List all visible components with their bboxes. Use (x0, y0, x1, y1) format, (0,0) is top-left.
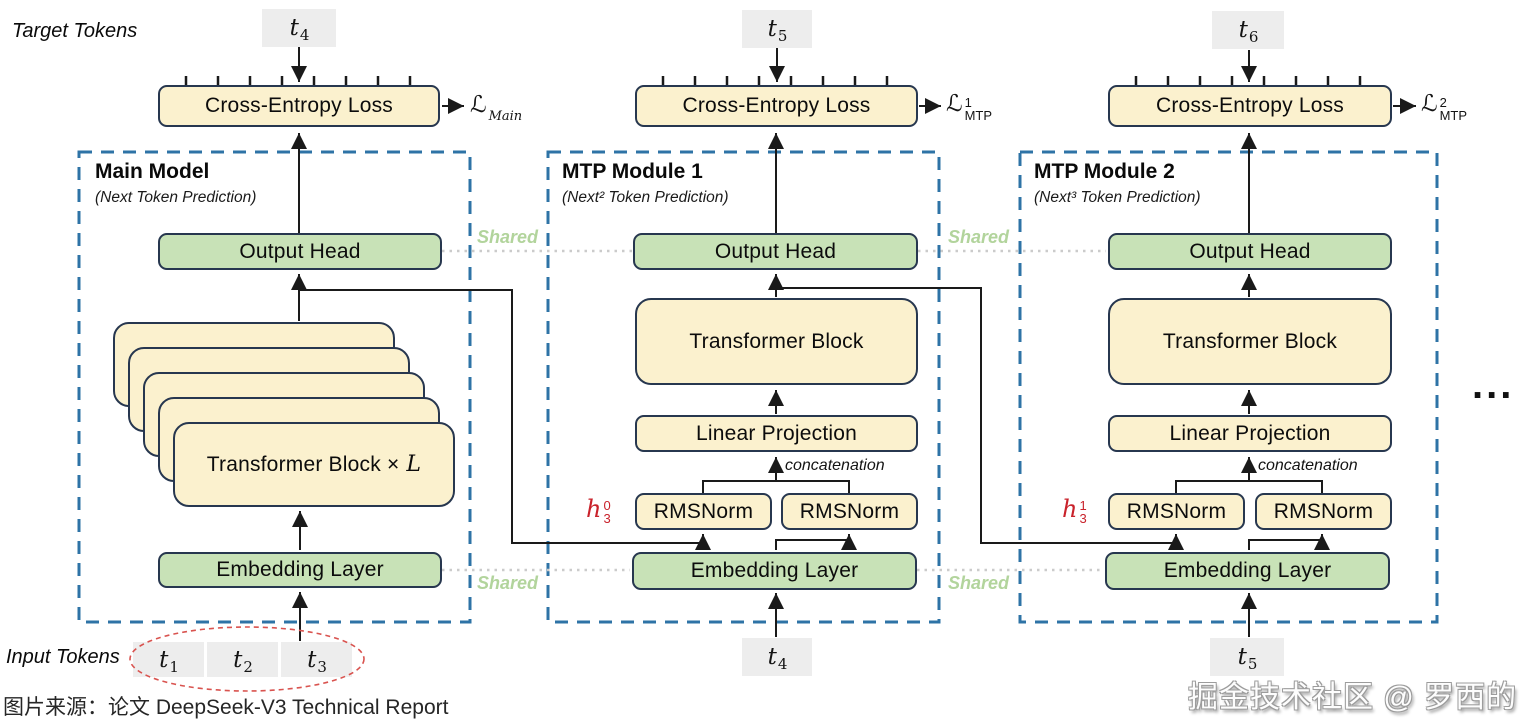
mtp2-output-head-box: Output Head (1108, 233, 1392, 270)
shared-label-output-head-2: Shared (948, 227, 1010, 247)
input-tokens-label: Input Tokens (6, 646, 120, 668)
shared-label-output-head-1: Shared (477, 227, 539, 247)
main-output-head-label: Output Head (239, 239, 361, 263)
token-sub: 4 (777, 655, 788, 673)
main-transformer-block-label: Transformer Block × (206, 452, 400, 476)
main-model-subtitle: (Next Token Prediction) (95, 189, 257, 206)
loss-base: ℒ (1421, 91, 1438, 117)
loss-sub: MTP (1439, 108, 1468, 123)
main-transformer-block-box: Transformer Block × L (173, 422, 455, 507)
token-base: t (767, 644, 777, 670)
loss-sub: Main (488, 109, 523, 124)
main-embedding-layer-box: Embedding Layer (158, 552, 442, 588)
mtp2-transformer-block-box: Transformer Block (1108, 298, 1392, 385)
mtp1-output-head-label: Output Head (714, 239, 837, 263)
mtp1-embedding-layer-box: Embedding Layer (632, 552, 917, 590)
token-base: t (1238, 17, 1248, 43)
h-sup: 0 (603, 498, 611, 513)
token-sub: 5 (777, 27, 788, 45)
shared-label-embedding-2: Shared (948, 573, 1010, 593)
mtp1-rmsnorm-right-box: RMSNorm (781, 493, 918, 530)
h-base: h (586, 495, 602, 523)
token-base: t (307, 646, 317, 673)
mtp2-rmsnorm-right-box: RMSNorm (1255, 493, 1392, 530)
mtp2-subtitle: (Next³ Token Prediction) (1034, 189, 1201, 206)
loss-sup: 2 (1439, 95, 1447, 110)
main-embedding-layer-label: Embedding Layer (216, 558, 384, 581)
token-sub: 1 (169, 657, 179, 676)
token-sub: 5 (1247, 655, 1258, 673)
main-output-head-box: Output Head (158, 233, 442, 270)
mtp1-linear-projection-box: Linear Projection (635, 415, 918, 452)
token-sub: 3 (317, 657, 327, 676)
main-model-title: Main Model (95, 160, 210, 183)
h-sub: 3 (603, 511, 611, 526)
h-sub: 3 (1079, 511, 1087, 526)
main-cross-entropy-loss-box: Cross-Entropy Loss (158, 85, 440, 127)
mtp2-concatenation-label: concatenation (1258, 457, 1358, 474)
mtp1-transformer-block-box: Transformer Block (635, 298, 918, 385)
mtp1-output-head-box: Output Head (633, 233, 918, 270)
mtp2-embedding-layer-label: Embedding Layer (1163, 559, 1332, 582)
mtp1-title: MTP Module 1 (562, 160, 703, 183)
mtp2-rmsnorm-left-box: RMSNorm (1108, 493, 1245, 530)
loss-sub: MTP (964, 108, 993, 123)
transformer-count-var: L (406, 452, 422, 477)
token-base: t (159, 646, 169, 673)
mtp2-rmsnorm-left-label: RMSNorm (1126, 499, 1227, 523)
token-sub: 4 (299, 26, 310, 44)
h-base: h (1062, 495, 1078, 523)
token-base: t (1237, 644, 1247, 670)
mtp2-linear-projection-box: Linear Projection (1108, 415, 1392, 452)
token-base: t (289, 15, 299, 41)
continuation-ellipsis: ... (1472, 363, 1515, 407)
mtp1-cross-entropy-loss-box: Cross-Entropy Loss (635, 85, 918, 127)
shared-label-embedding-1: Shared (477, 573, 539, 593)
mtp2-output-head-label: Output Head (1189, 239, 1311, 263)
loss-base: ℒ (946, 91, 963, 117)
target-tokens-label: Target Tokens (12, 20, 138, 42)
loss-base: ℒ (470, 92, 487, 118)
mtp2-rmsnorm-right-label: RMSNorm (1273, 499, 1374, 523)
mtp1-rmsnorm-left-box: RMSNorm (635, 493, 772, 530)
token-sub: 2 (243, 657, 253, 676)
token-base: t (767, 16, 777, 42)
mtp1-concatenation-label: concatenation (785, 457, 885, 474)
mtp1-cross-entropy-loss-label: Cross-Entropy Loss (682, 94, 871, 117)
mtp2-linear-projection-label: Linear Projection (1169, 421, 1331, 445)
h-sup: 1 (1079, 498, 1087, 513)
watermark: 掘金技术社区 @ 罗西的思考 (1188, 681, 1518, 714)
mtp2-embedding-layer-box: Embedding Layer (1105, 552, 1390, 590)
main-cross-entropy-loss-label: Cross-Entropy Loss (205, 94, 393, 117)
mtp1-rmsnorm-left-label: RMSNorm (653, 499, 754, 523)
mtp1-subtitle: (Next² Token Prediction) (562, 189, 729, 206)
mtp1-embedding-layer-label: Embedding Layer (690, 559, 859, 582)
mtp2-title: MTP Module 2 (1034, 160, 1175, 183)
token-base: t (233, 646, 243, 673)
main-loss-symbol: ℒ Main (470, 92, 522, 123)
mtp2-transformer-block-label: Transformer Block (1162, 329, 1338, 353)
token-sub: 6 (1248, 28, 1259, 46)
mtp1-linear-projection-label: Linear Projection (696, 421, 857, 445)
source-caption: 图片来源：论文 DeepSeek-V3 Technical Report (3, 696, 449, 719)
mtp2-cross-entropy-loss-label: Cross-Entropy Loss (1156, 94, 1344, 117)
loss-sup: 1 (964, 95, 972, 110)
mtp1-rmsnorm-right-label: RMSNorm (799, 499, 900, 523)
mtp2-cross-entropy-loss-box: Cross-Entropy Loss (1108, 85, 1392, 127)
mtp1-transformer-block-label: Transformer Block (689, 329, 864, 353)
